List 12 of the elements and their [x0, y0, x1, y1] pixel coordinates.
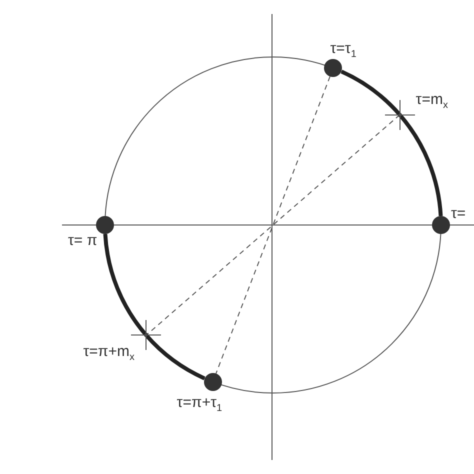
point-label: τ=	[451, 205, 466, 222]
dashed-line	[146, 114, 400, 336]
point-label: τ=π+m$_{x}$	[83, 343, 134, 366]
point-label: τ=τ$_{1}$	[330, 40, 356, 62]
point-label: τ=m$_{x}$	[416, 90, 448, 113]
dashed-line	[216, 76, 330, 374]
arc-line	[103, 234, 148, 336]
point-label: τ= π	[68, 232, 98, 249]
point-label: τ=π+τ$_{1}$	[176, 394, 222, 416]
arc-line	[144, 334, 206, 380]
arc-line	[398, 114, 443, 216]
arc-line	[340, 70, 402, 116]
